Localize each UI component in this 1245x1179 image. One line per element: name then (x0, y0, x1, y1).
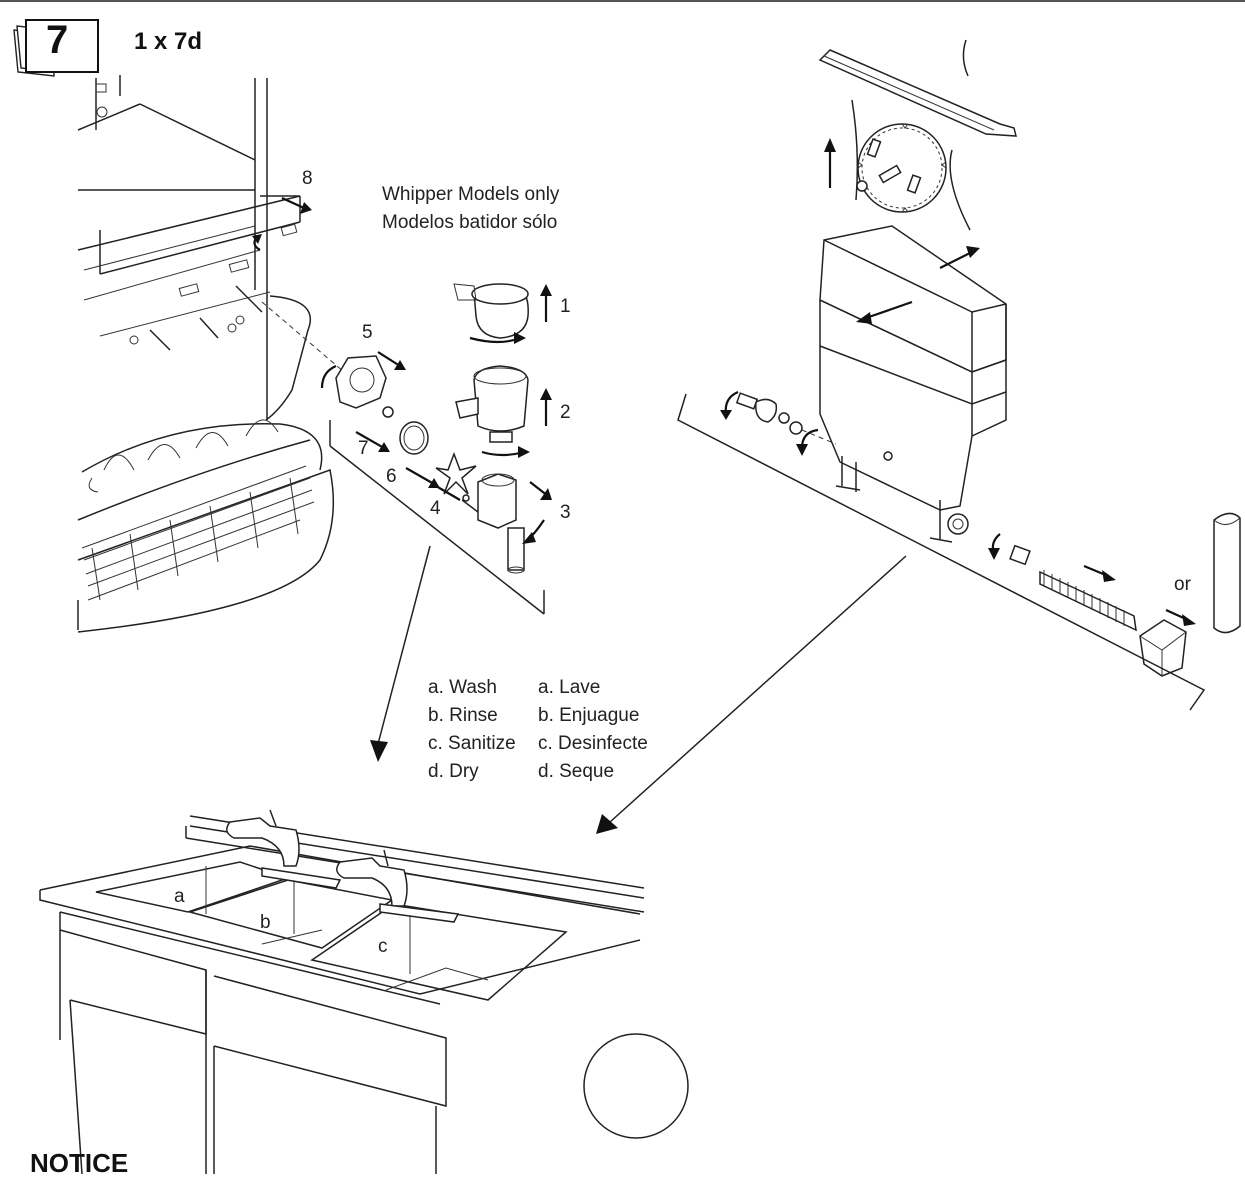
step-wash-en: a. Wash (428, 677, 497, 698)
callout-5: 5 (362, 322, 373, 343)
sink-illustration (39, 809, 689, 1174)
callout-2: 2 (560, 402, 571, 423)
cleaning-steps-spanish: a. Lave b. Enjuague c. Desinfecte d. Seq… (538, 674, 648, 786)
callout-3: 3 (560, 502, 571, 523)
whipper-note-line1: Whipper Models only (382, 184, 560, 205)
top-rule (0, 0, 1245, 2)
alternative-label: or (1174, 574, 1191, 595)
step-sanitize-en: c. Sanitize (428, 733, 516, 754)
callout-8: 8 (302, 168, 313, 189)
callout-4: 4 (430, 498, 441, 519)
callout-7: 7 (358, 438, 369, 459)
step-sanitize-es: c. Desinfecte (538, 733, 648, 754)
step-badge (13, 19, 99, 77)
callout-6: 6 (386, 466, 397, 487)
sink-label-b: b (260, 912, 271, 933)
whipper-note-line2: Modelos batidor sólo (382, 212, 558, 233)
cleaning-steps-english: a. Wash b. Rinse c. Sanitize d. Dry (428, 674, 516, 786)
sink-label-c: c (378, 936, 388, 957)
step-dry-es: d. Seque (538, 761, 615, 782)
step-frequency: 1 x 7d (134, 28, 203, 55)
dispenser-illustration (77, 75, 335, 633)
callout-1: 1 (560, 296, 571, 317)
notice-heading: NOTICE (30, 1148, 129, 1178)
step-rinse-en: b. Rinse (428, 705, 498, 726)
step-rinse-es: b. Enjuague (538, 705, 640, 726)
whipper-assembly (261, 283, 529, 574)
step-number: 7 (46, 18, 69, 62)
step-dry-en: d. Dry (428, 761, 479, 782)
sink-label-a: a (174, 886, 185, 907)
canister-illustration (677, 39, 1241, 711)
step-wash-es: a. Lave (538, 677, 601, 698)
whipper-arrows (252, 196, 552, 544)
